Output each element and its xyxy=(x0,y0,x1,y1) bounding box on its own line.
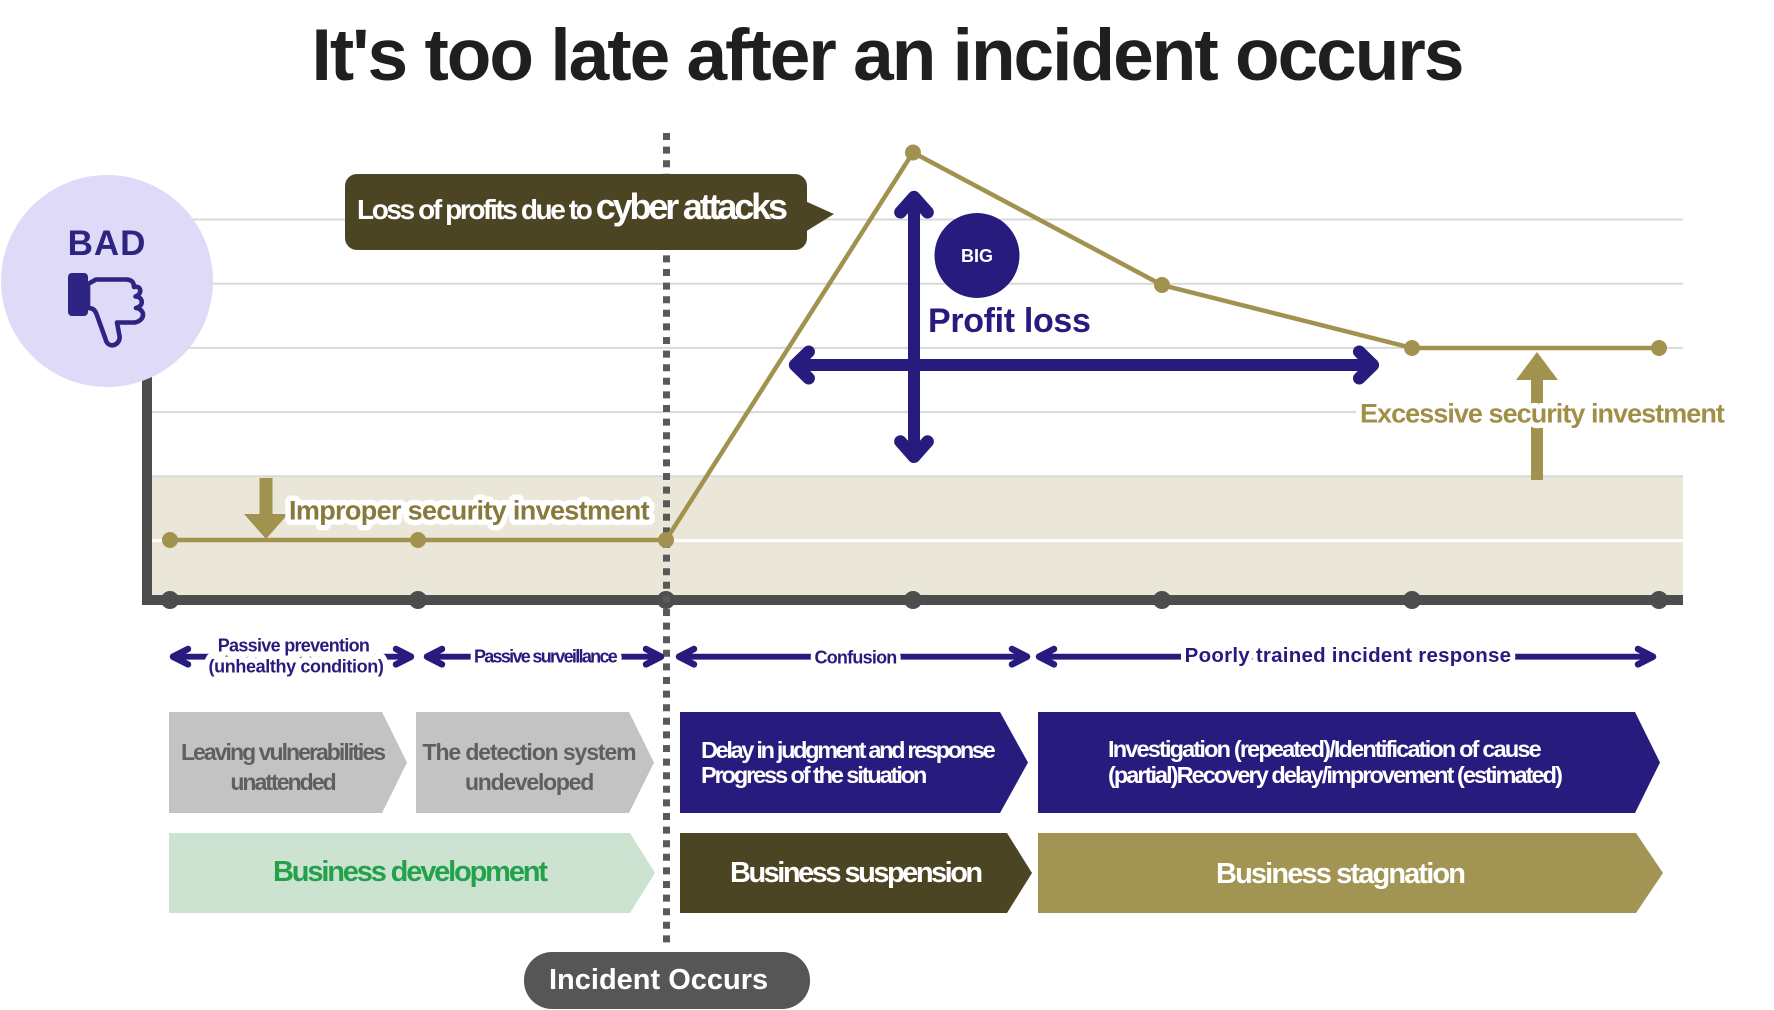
svg-text:Passive surveillance: Passive surveillance xyxy=(474,647,618,667)
svg-text:Poorly trained incident respon: Poorly trained incident response xyxy=(1185,644,1512,667)
svg-text:BAD: BAD xyxy=(68,224,147,263)
svg-text:BIG: BIG xyxy=(961,246,993,266)
svg-text:Passive prevention: Passive prevention xyxy=(218,635,369,655)
svg-text:Confusion: Confusion xyxy=(814,647,896,667)
svg-text:(unhealthy condition): (unhealthy condition) xyxy=(209,657,384,677)
svg-text:Excessive security investment: Excessive security investment xyxy=(1360,399,1725,429)
svg-text:Improper security investment: Improper security investment xyxy=(289,496,650,526)
